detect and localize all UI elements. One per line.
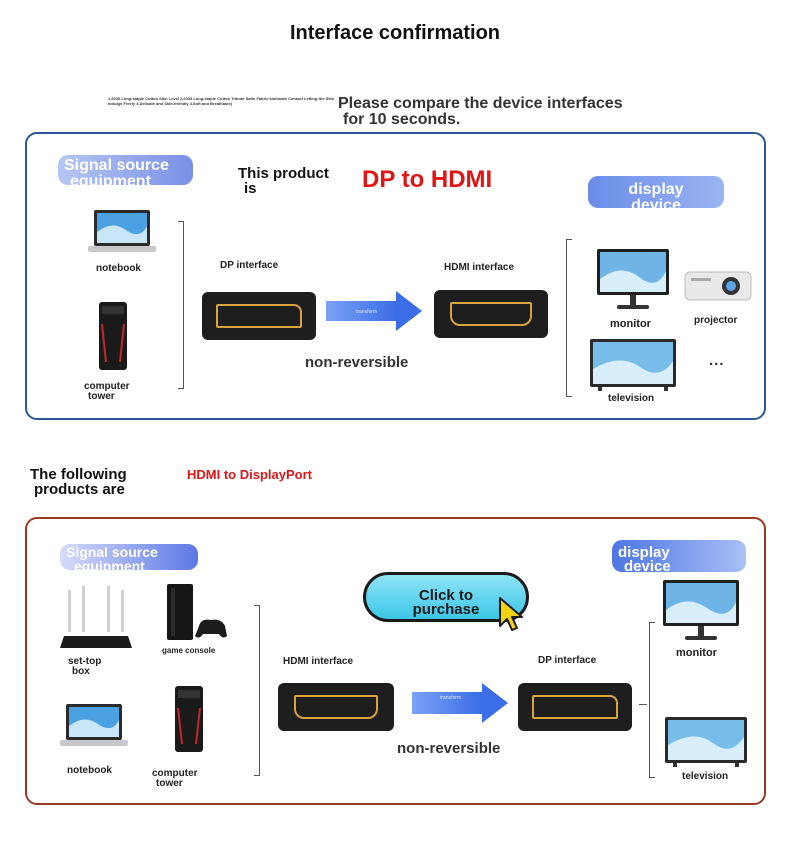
source-bracket-2 <box>254 605 260 776</box>
transform-arrow-2 <box>412 692 482 714</box>
television-label-2: television <box>682 771 729 782</box>
pointer-cursor-icon <box>499 597 523 631</box>
dp-interface-label-2: DP interface <box>538 655 597 666</box>
display-bracket <box>566 239 572 397</box>
monitor-icon <box>597 249 669 309</box>
monitor-label-2: monitor <box>676 647 717 659</box>
computer-tower-label-2: computer tower <box>152 768 198 789</box>
television-label: television <box>608 393 655 404</box>
monitor-label: monitor <box>610 318 651 330</box>
transform-arrow-head-2 <box>482 683 508 723</box>
transform-text: transform <box>356 309 378 315</box>
click-to-purchase-button[interactable]: Click to purchase <box>363 572 529 622</box>
fine-print: 1,6035 Long-staple Cotton Skin Level 2,6… <box>108 96 335 106</box>
projector-label: projector <box>694 315 738 326</box>
source-equipment-badge-2: Signal source equipment <box>60 544 198 573</box>
source-bracket <box>178 221 184 389</box>
non-reversible-label: non-reversible <box>305 354 409 371</box>
transform-arrow <box>326 301 396 321</box>
notebook-label: notebook <box>96 263 141 274</box>
dp-port <box>202 292 316 340</box>
hdmi-port <box>434 290 548 338</box>
compare-line-2: for 10 seconds. <box>343 111 461 128</box>
source-equipment-badge: Signal source equipment <box>58 155 193 190</box>
transform-text-2: transform <box>440 695 462 701</box>
dp-port-2 <box>518 683 632 731</box>
monitor-icon-2 <box>663 580 739 640</box>
computer-tower-icon <box>99 302 127 370</box>
dp-interface-label: DP interface <box>220 260 279 271</box>
more-devices-ellipsis: ... <box>709 352 725 369</box>
display-connector-tick <box>639 704 647 705</box>
non-reversible-label-2: non-reversible <box>397 740 501 757</box>
laptop-icon <box>88 210 156 252</box>
this-product-label: This product is <box>238 165 329 197</box>
television-icon-2 <box>665 717 747 767</box>
compare-instruction: Please compare the device interfaces for… <box>338 96 708 128</box>
hdmi-interface-label-2: HDMI interface <box>283 656 354 667</box>
display-device-badge-2: display device <box>612 540 746 574</box>
hdmi-port-2 <box>278 683 394 731</box>
alternative-product-name: HDMI to DisplayPort <box>187 467 312 482</box>
following-products-label: The following products are <box>30 466 127 498</box>
computer-tower-label: computer tower <box>84 381 130 402</box>
laptop-icon-2 <box>60 704 128 746</box>
page-title: Interface confirmation <box>289 22 501 44</box>
notebook-label-2: notebook <box>67 765 112 776</box>
game-console-icon <box>167 584 227 640</box>
computer-tower-icon-2 <box>175 686 203 752</box>
game-console-label: game console <box>162 646 216 655</box>
compare-line-1: Please compare the device interfaces <box>338 95 623 112</box>
projector-icon <box>684 271 752 301</box>
transform-arrow-head <box>396 291 422 331</box>
product-name: DP to HDMI <box>362 166 493 193</box>
router-icon <box>60 586 132 648</box>
television-icon <box>590 339 676 391</box>
display-device-badge: display device <box>588 176 724 214</box>
hdmi-interface-label: HDMI interface <box>444 262 515 273</box>
display-bracket-2 <box>649 622 655 778</box>
set-top-box-label: set-top box <box>68 656 102 677</box>
